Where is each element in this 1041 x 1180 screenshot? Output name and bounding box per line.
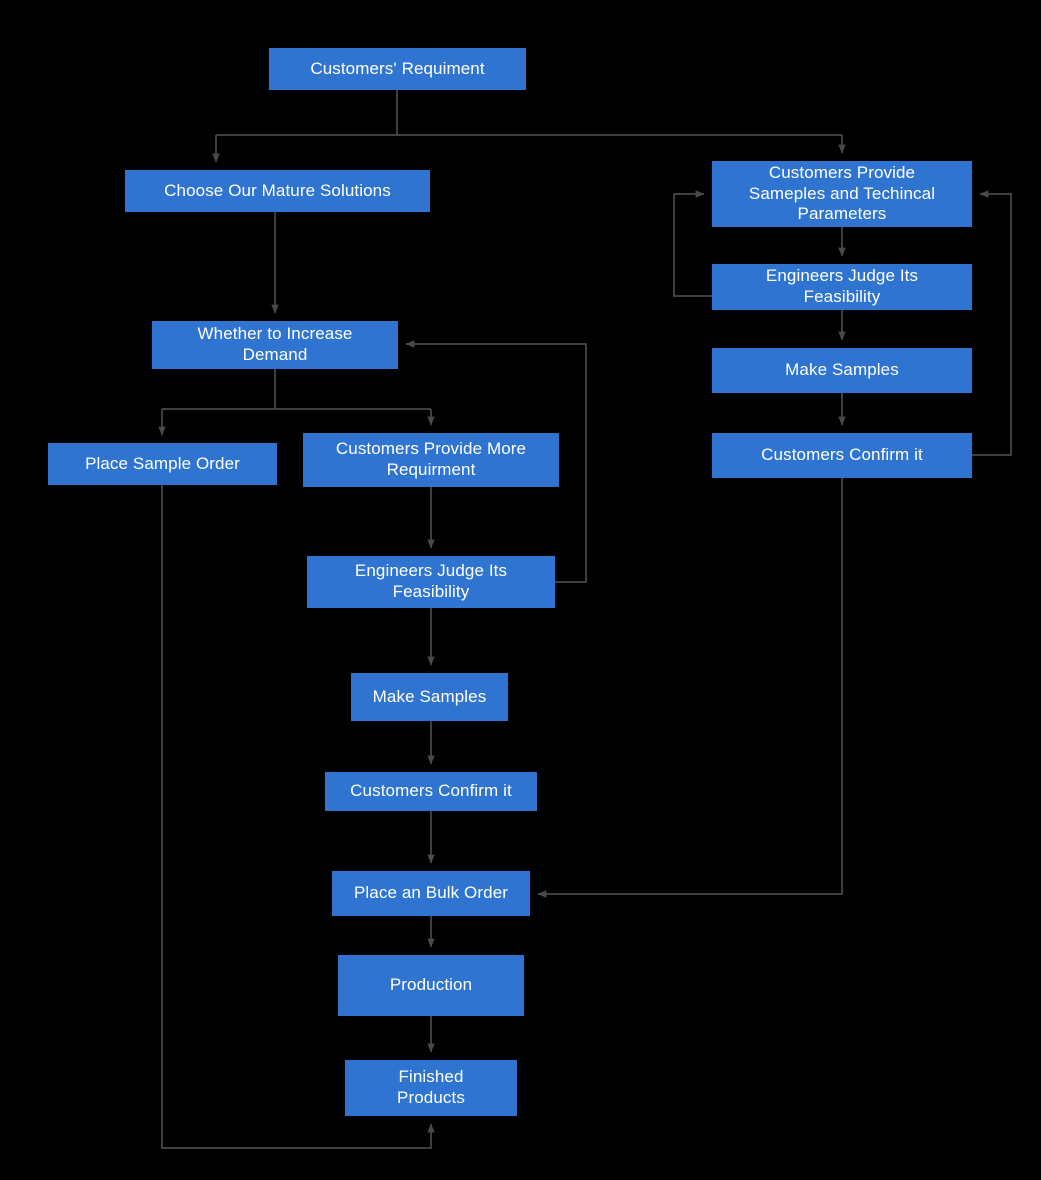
edge-confirm-right-loopback: [972, 190, 1012, 456]
node-production[interactable]: Production: [338, 955, 524, 1016]
node-whether-to-increase-demand[interactable]: Whether to Increase Demand: [152, 321, 398, 369]
node-engineers-judge-feasibility-right[interactable]: Engineers Judge Its Feasibility: [712, 264, 972, 310]
node-finished-products[interactable]: Finished Products: [345, 1060, 517, 1116]
node-choose-our-mature-solutions[interactable]: Choose Our Mature Solutions: [125, 170, 430, 212]
edge-confirm-right-to-bulk: [537, 478, 843, 898]
node-customers-confirm-it-middle[interactable]: Customers Confirm it: [325, 772, 537, 811]
node-customers-provide-sameples[interactable]: Customers Provide Sameples and Techincal…: [712, 161, 972, 227]
node-place-sample-order[interactable]: Place Sample Order: [48, 443, 277, 485]
node-engineers-judge-feasibility-middle[interactable]: Engineers Judge Its Feasibility: [307, 556, 555, 608]
node-customers-provide-more-requirment[interactable]: Customers Provide More Requirment: [303, 433, 559, 487]
edge-engineers-right-loopback: [673, 190, 712, 297]
node-make-samples-middle[interactable]: Make Samples: [351, 673, 508, 721]
node-customers-confirm-it-right[interactable]: Customers Confirm it: [712, 433, 972, 478]
node-place-an-bulk-order[interactable]: Place an Bulk Order: [332, 871, 530, 916]
node-customers-requiment[interactable]: Customers' Requiment: [269, 48, 526, 90]
node-make-samples-right[interactable]: Make Samples: [712, 348, 972, 393]
